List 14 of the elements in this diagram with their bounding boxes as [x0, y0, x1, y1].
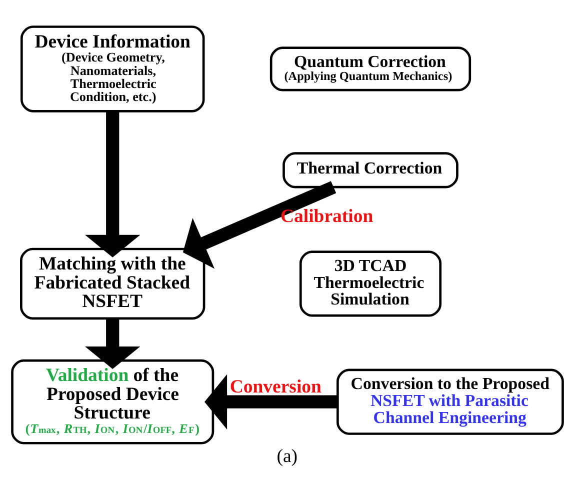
- arrow: [182, 180, 336, 268]
- node-box: Quantum Correction (Applying Quantum Mechanics): [270, 46, 472, 91]
- arrow: [204, 374, 338, 429]
- node-box: Validation of the Proposed Device Structure (Tmax, RTH, ION, ION/IOFF, EF): [11, 358, 214, 444]
- edge-label: Conversion: [230, 376, 322, 397]
- node-box: Thermal Correction: [282, 152, 458, 188]
- edge-label: Calibration: [280, 205, 374, 226]
- node-box: Device Information (Device Geometry, Nanomaterials, Thermoelectric Condition, etc.): [20, 25, 205, 112]
- arrow: [85, 110, 140, 257]
- node-box: Conversion to the Proposed NSFET with Parasitic Channel Engineering: [336, 368, 564, 434]
- caption: (a): [276, 445, 298, 466]
- node-box: 3D TCAD Thermoelectric Simulation: [299, 250, 442, 316]
- node-box: Matching with the Fabricated Stacked NSFET: [20, 247, 206, 320]
- arrow: [85, 318, 140, 369]
